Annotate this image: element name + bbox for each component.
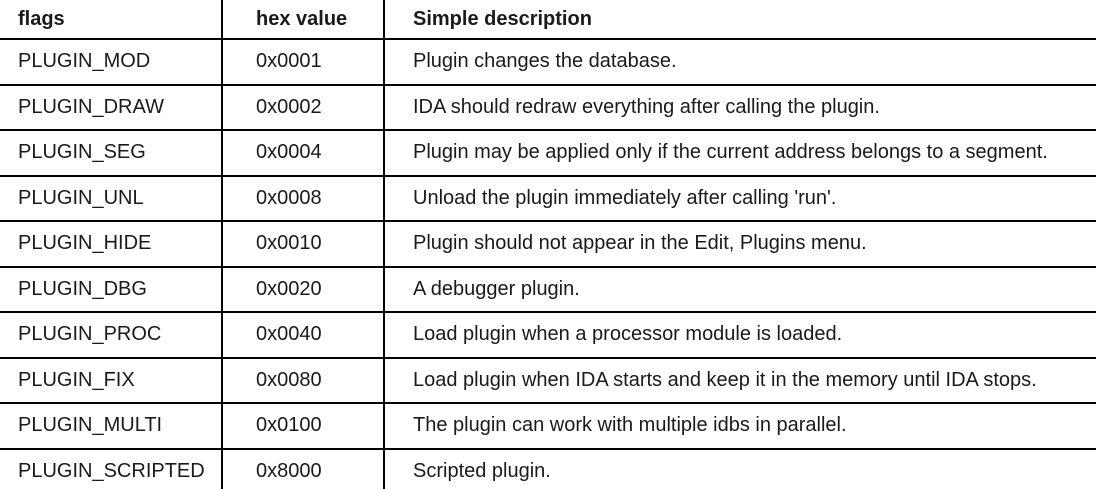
hex-value-cell: 0x0010 <box>222 221 385 268</box>
flag-name-cell: PLUGIN_SEG <box>0 130 223 177</box>
hex-value-cell: 0x0020 <box>222 266 385 313</box>
description-cell: IDA should redraw everything after calli… <box>384 84 1096 131</box>
hex-value-cell: 0x0040 <box>222 312 385 359</box>
description-cell: The plugin can work with multiple idbs i… <box>384 403 1096 450</box>
hex-value-cell: 0x0008 <box>222 175 385 222</box>
description-cell: A debugger plugin. <box>384 266 1096 313</box>
hex-value-cell: 0x8000 <box>222 448 385 489</box>
flag-name-cell: PLUGIN_FIX <box>0 357 223 404</box>
description-cell: Scripted plugin. <box>384 448 1096 489</box>
flag-name-cell: PLUGIN_DRAW <box>0 84 223 131</box>
description-cell: Plugin may be applied only if the curren… <box>384 130 1096 177</box>
column-header-hex-value: hex value <box>222 0 385 40</box>
flag-name-cell: PLUGIN_DBG <box>0 266 223 313</box>
hex-value-cell: 0x0080 <box>222 357 385 404</box>
flag-name-cell: PLUGIN_PROC <box>0 312 223 359</box>
description-cell: Plugin should not appear in the Edit, Pl… <box>384 221 1096 268</box>
flag-name-cell: PLUGIN_HIDE <box>0 221 223 268</box>
description-cell: Unload the plugin immediately after call… <box>384 175 1096 222</box>
description-cell: Plugin changes the database. <box>384 39 1096 86</box>
hex-value-cell: 0x0004 <box>222 130 385 177</box>
flag-name-cell: PLUGIN_MOD <box>0 39 223 86</box>
description-cell: Load plugin when IDA starts and keep it … <box>384 357 1096 404</box>
column-header-simple-description: Simple description <box>384 0 1096 40</box>
column-header-flags: flags <box>0 0 223 40</box>
flag-name-cell: PLUGIN_UNL <box>0 175 223 222</box>
header-row: flags hex value Simple description <box>0 0 1096 40</box>
description-cell: Load plugin when a processor module is l… <box>384 312 1096 359</box>
hex-value-cell: 0x0002 <box>222 84 385 131</box>
hex-value-cell: 0x0100 <box>222 403 385 450</box>
hex-value-cell: 0x0001 <box>222 39 385 86</box>
flag-name-cell: PLUGIN_MULTI <box>0 403 223 450</box>
flag-name-cell: PLUGIN_SCRIPTED <box>0 448 223 489</box>
